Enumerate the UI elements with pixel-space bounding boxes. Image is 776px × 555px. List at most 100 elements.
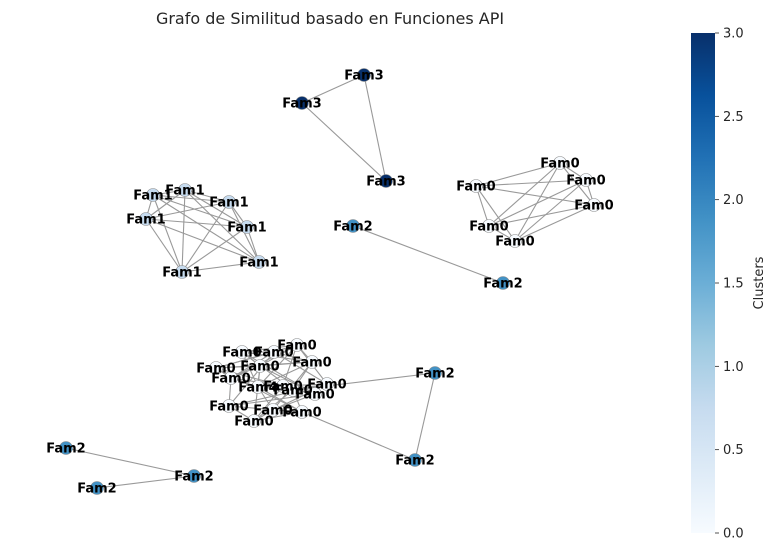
node-c4[interactable] bbox=[139, 212, 153, 226]
node-b1[interactable] bbox=[553, 156, 567, 170]
node-label-e14: Fam0 bbox=[253, 404, 292, 419]
edge-g1-g2 bbox=[65, 447, 195, 477]
node-e16[interactable] bbox=[247, 414, 261, 428]
node-b2[interactable] bbox=[579, 173, 593, 187]
edge-b2-b5 bbox=[488, 179, 587, 227]
edge-c1-c6 bbox=[184, 189, 260, 263]
edge-c2-c6 bbox=[152, 194, 260, 263]
node-label-e1: Fam0 bbox=[277, 339, 316, 354]
edge-e11-f1 bbox=[292, 372, 436, 391]
colorbar-tick-label: 1.0 bbox=[723, 360, 744, 375]
node-label-g2: Fam2 bbox=[174, 470, 213, 485]
node-f2[interactable] bbox=[408, 453, 422, 467]
edge-c1-c4 bbox=[145, 189, 186, 220]
colorbar-tick-label: 3.0 bbox=[723, 27, 744, 42]
node-c5[interactable] bbox=[240, 220, 254, 234]
node-e12[interactable] bbox=[308, 387, 322, 401]
node-e13[interactable] bbox=[222, 399, 236, 413]
node-e1[interactable] bbox=[290, 338, 304, 352]
node-e5[interactable] bbox=[209, 361, 223, 375]
colorbar-gradient bbox=[691, 33, 715, 533]
node-e3[interactable] bbox=[267, 345, 281, 359]
edge-e3-e10 bbox=[273, 351, 328, 385]
edge-c5-c7 bbox=[181, 226, 248, 273]
colorbar-tick-label: 2.0 bbox=[723, 193, 744, 208]
edge-c2-c3 bbox=[152, 194, 230, 203]
labels-layer: Fam3Fam3Fam3Fam0Fam0Fam0Fam0Fam0Fam0Fam1… bbox=[46, 69, 613, 497]
edge-b3-b5 bbox=[475, 185, 490, 227]
node-b3[interactable] bbox=[469, 179, 483, 193]
node-g1[interactable] bbox=[59, 441, 73, 455]
node-e4[interactable] bbox=[305, 355, 319, 369]
node-c7[interactable] bbox=[175, 265, 189, 279]
node-label-c2: Fam1 bbox=[133, 189, 172, 204]
node-e8[interactable] bbox=[251, 380, 265, 394]
nodes-layer bbox=[59, 68, 601, 495]
node-label-c5: Fam1 bbox=[227, 221, 266, 236]
node-label-g3: Fam2 bbox=[77, 482, 116, 497]
edge-e3-e13 bbox=[228, 351, 275, 407]
edge-e9-e16 bbox=[253, 385, 284, 422]
chart-title: Grafo de Similitud basado en Funciones A… bbox=[156, 9, 504, 28]
edge-e5-e6 bbox=[215, 365, 261, 369]
edge-b1-b5 bbox=[488, 162, 561, 227]
edge-g2-g3 bbox=[96, 475, 195, 489]
node-label-e8: Fam4 bbox=[238, 381, 277, 396]
node-c1[interactable] bbox=[178, 183, 192, 197]
node-e11[interactable] bbox=[286, 383, 300, 397]
node-label-e3: Fam0 bbox=[254, 346, 293, 361]
node-d2[interactable] bbox=[496, 276, 510, 290]
node-f1[interactable] bbox=[428, 366, 442, 380]
node-c6[interactable] bbox=[252, 255, 266, 269]
node-label-d2: Fam2 bbox=[483, 277, 522, 292]
node-label-b3: Fam0 bbox=[456, 180, 495, 195]
node-e7[interactable] bbox=[224, 371, 238, 385]
node-a2[interactable] bbox=[295, 96, 309, 110]
node-e10[interactable] bbox=[320, 377, 334, 391]
edge-e4-e8 bbox=[257, 361, 313, 388]
node-label-c6: Fam1 bbox=[239, 256, 278, 271]
colorbar: 0.00.51.01.52.02.53.0 Clusters bbox=[691, 27, 767, 542]
node-d1[interactable] bbox=[346, 219, 360, 233]
edge-e12-e13 bbox=[228, 393, 316, 407]
edge-a2-a3 bbox=[301, 102, 387, 182]
node-label-b1: Fam0 bbox=[540, 157, 579, 172]
node-e6[interactable] bbox=[253, 359, 267, 373]
node-a3[interactable] bbox=[379, 174, 393, 188]
node-e15[interactable] bbox=[295, 405, 309, 419]
edge-b2-b3 bbox=[475, 179, 587, 187]
node-c3[interactable] bbox=[222, 195, 236, 209]
edge-b1-b3 bbox=[475, 162, 561, 187]
edge-c3-c7 bbox=[181, 201, 230, 273]
edge-e6-e12 bbox=[259, 365, 316, 395]
node-e14[interactable] bbox=[266, 403, 280, 417]
edge-e2-e12 bbox=[241, 351, 316, 395]
node-g3[interactable] bbox=[90, 481, 104, 495]
node-label-f2: Fam2 bbox=[395, 454, 434, 469]
edge-c2-c7 bbox=[152, 194, 183, 273]
edge-e15-f2 bbox=[301, 411, 416, 461]
edge-e5-e9 bbox=[215, 367, 284, 387]
node-label-e13: Fam0 bbox=[209, 400, 248, 415]
node-e2[interactable] bbox=[235, 345, 249, 359]
edge-d1-d2 bbox=[352, 225, 504, 284]
edge-a1-a2 bbox=[301, 74, 365, 104]
edge-c1-c7 bbox=[181, 189, 186, 273]
node-b5[interactable] bbox=[482, 219, 496, 233]
node-label-e16: Fam0 bbox=[234, 415, 273, 430]
node-b6[interactable] bbox=[508, 234, 522, 248]
node-a1[interactable] bbox=[357, 68, 371, 82]
colorbar-tick-label: 0.5 bbox=[723, 443, 744, 458]
colorbar-ticks: 0.00.51.01.52.02.53.0 bbox=[715, 27, 744, 542]
edge-b3-b4 bbox=[475, 185, 595, 206]
node-label-e15: Fam0 bbox=[282, 406, 321, 421]
edge-e1-e8 bbox=[257, 344, 298, 388]
node-b4[interactable] bbox=[587, 198, 601, 212]
node-label-c1: Fam1 bbox=[165, 184, 204, 199]
edge-c2-c5 bbox=[152, 194, 248, 228]
node-c2[interactable] bbox=[146, 188, 160, 202]
node-label-g1: Fam2 bbox=[46, 442, 85, 457]
node-g2[interactable] bbox=[187, 469, 201, 483]
